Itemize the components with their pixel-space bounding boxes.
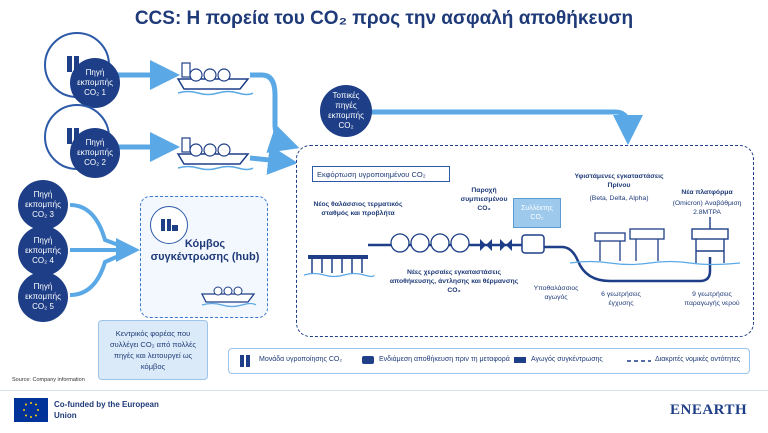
arrow-local bbox=[370, 109, 643, 145]
collector-legend-icon bbox=[514, 357, 526, 363]
arrow-ship2 bbox=[249, 144, 298, 175]
arrow-ship1 bbox=[250, 72, 300, 153]
enearth-logo: ENEARTH bbox=[670, 402, 748, 418]
terminal-label: Νέος θαλάσσιος τερματικός σταθμός και πρ… bbox=[313, 201, 403, 217]
ship-1-icon bbox=[176, 62, 254, 96]
source-4: Πηγή εκπομπής CO₂ 4 bbox=[18, 226, 68, 276]
export-label-box: Εκφόρτωση υγροποιημένου CO₂ bbox=[312, 166, 450, 182]
subsea-pipeline-label: Υποθαλάσσιος αγωγός bbox=[533, 285, 579, 301]
liquefaction-legend-icon bbox=[240, 355, 250, 367]
boundary-legend-icon bbox=[627, 360, 651, 362]
source-1: Πηγή εκπομπής CO₂ 1 bbox=[70, 58, 120, 108]
source-note: Source: Company information bbox=[12, 377, 85, 383]
arrow-src3 bbox=[69, 203, 133, 252]
hub-icon bbox=[150, 206, 188, 244]
source-3: Πηγή εκπομπής CO₂ 3 bbox=[18, 180, 68, 230]
source-2: Πηγή εκπομπής CO₂ 2 bbox=[70, 128, 120, 178]
legend-collector: Αγωγός συγκέντρωσης bbox=[531, 356, 603, 363]
legend-temp-storage: Ενδιάμεση αποθήκευση πριν τη μεταφορά bbox=[379, 356, 510, 363]
existing-facilities-label: Υφιστάμενες εγκαταστάσεις Πρίνου bbox=[574, 173, 664, 189]
collector-box: Συλλέκτης CO₂ bbox=[513, 198, 561, 228]
process-illustration bbox=[303, 217, 741, 283]
legend: Μονάδα υγροποίησης CO₂ Ενδιάμεση αποθήκε… bbox=[228, 348, 750, 374]
hub-note: Κεντρικός φορέας που συλλέγει CO₂ από πο… bbox=[98, 320, 208, 380]
eu-cofunded-text: Co-funded by the European Union bbox=[54, 400, 159, 420]
page-title: CCS: Η πορεία του CO₂ προς την ασφαλή απ… bbox=[134, 8, 634, 29]
existing-facilities-sub: (Beta, Delta, Alpha) bbox=[589, 195, 649, 202]
arrow-src5 bbox=[69, 248, 133, 297]
temp-storage-legend-icon bbox=[362, 356, 374, 364]
legend-boundary: Διακριτές νομικές οντότητες bbox=[655, 356, 741, 363]
storage-facilities-label: Νέες χερσαίες εγκαταστάσεις αποθήκευσης,… bbox=[389, 269, 519, 294]
new-platform-sub: (Omicron) Αναβάθμιση 2.8MTPA bbox=[672, 200, 742, 216]
ship-2-icon bbox=[176, 137, 254, 171]
footer bbox=[0, 390, 768, 433]
legend-liquefaction: Μονάδα υγροποίησης CO₂ bbox=[259, 356, 343, 363]
source-5: Πηγή εκπομπής CO₂ 5 bbox=[18, 272, 68, 322]
hub-ship-icon bbox=[200, 286, 257, 308]
new-platform-label: Νέα πλατφόρμα bbox=[681, 189, 733, 196]
hub-title: Κόμβος συγκέντρωσης (hub) bbox=[150, 238, 260, 263]
local-sources: Τοπικές πηγές εκπομπής CO₂ bbox=[320, 85, 372, 137]
production-wells-label: 9 γεωτρήσεις παραγωγής νερού bbox=[684, 291, 740, 307]
injection-wells-label: 6 γεωτρήσεις έγχυσης bbox=[601, 291, 641, 307]
eu-flag-icon bbox=[14, 398, 48, 422]
compressed-supply-label: Παροχή συμπιεσμένου CO₂ bbox=[460, 187, 508, 212]
